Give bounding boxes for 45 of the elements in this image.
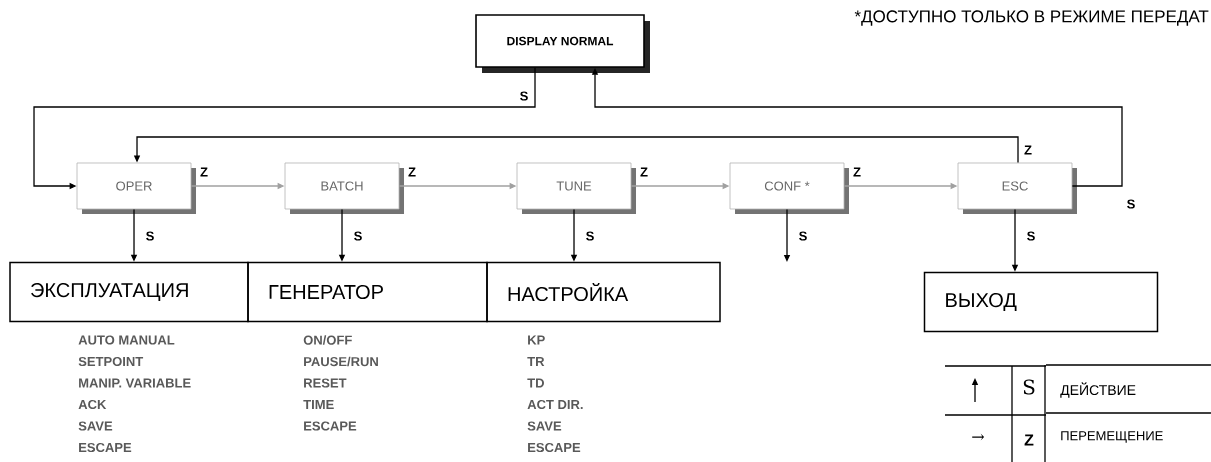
note: *ДОСТУПНО ТОЛЬКО В РЕЖИМЕ ПЕРЕДАТ xyxy=(854,10,1209,26)
menu-box: TUNE xyxy=(516,162,636,214)
menu-box: CONF * xyxy=(729,162,849,214)
menu-item: KP xyxy=(528,335,545,345)
menu-item: PAUSE/RUN xyxy=(304,356,378,367)
edge-label: S xyxy=(518,90,530,102)
table-cell-text: → xyxy=(972,433,985,441)
section-box: ЭКСПЛУАТАЦИЯ xyxy=(9,261,249,323)
edge-label: S xyxy=(1125,198,1137,210)
edge-label: Z xyxy=(199,166,209,178)
edge-label: Z xyxy=(639,166,649,178)
table-cell-text: ДЕЙСТВИЕ xyxy=(1060,382,1136,398)
menu-item: TR xyxy=(527,357,545,366)
menu-item: RESET xyxy=(304,378,347,388)
menu-box: ESC xyxy=(957,162,1077,214)
menu-item: TD xyxy=(527,378,544,388)
section-box: ГЕНЕРАТОР xyxy=(247,261,488,323)
menu-item: TIME xyxy=(303,400,334,409)
edge-label: S xyxy=(584,230,596,242)
edge-label: Z xyxy=(1023,144,1033,156)
menu-item: ON/OFF xyxy=(303,335,352,345)
edge-label: S xyxy=(797,230,809,242)
section-box: НАСТРОЙКА xyxy=(486,261,721,323)
menu-item: MANIP. VARIABLE xyxy=(79,378,191,388)
table-cell-text: S xyxy=(1023,379,1035,395)
menu-item: SAVE xyxy=(527,421,562,431)
display-box: DISPLAY NORMAL xyxy=(475,14,650,73)
menu-item: ESCAPE xyxy=(528,442,581,453)
menu-item: AUTO MANUAL xyxy=(78,335,175,345)
menu-item: ESCAPE xyxy=(79,442,132,453)
menu-item: ESCAPE xyxy=(304,421,357,431)
menu-item: ACT DIR. xyxy=(527,399,583,410)
menu-box: OPER xyxy=(76,162,196,214)
table-cell-text: ПЕРЕМЕЩЕНИЕ xyxy=(1061,431,1163,443)
section-box: ВЫХОД xyxy=(923,271,1159,333)
edge-label: S xyxy=(1025,230,1037,242)
table-cell-text: Z xyxy=(1024,434,1034,446)
menu-box: BATCH xyxy=(284,162,404,214)
edge-label: Z xyxy=(407,166,417,178)
edge-label: S xyxy=(352,230,364,242)
menu-item: ACK xyxy=(78,399,107,410)
menu-item: SETPOINT xyxy=(78,356,144,367)
edge-label: Z xyxy=(852,166,862,178)
edge-label: S xyxy=(144,230,156,242)
menu-item: SAVE xyxy=(78,421,113,431)
